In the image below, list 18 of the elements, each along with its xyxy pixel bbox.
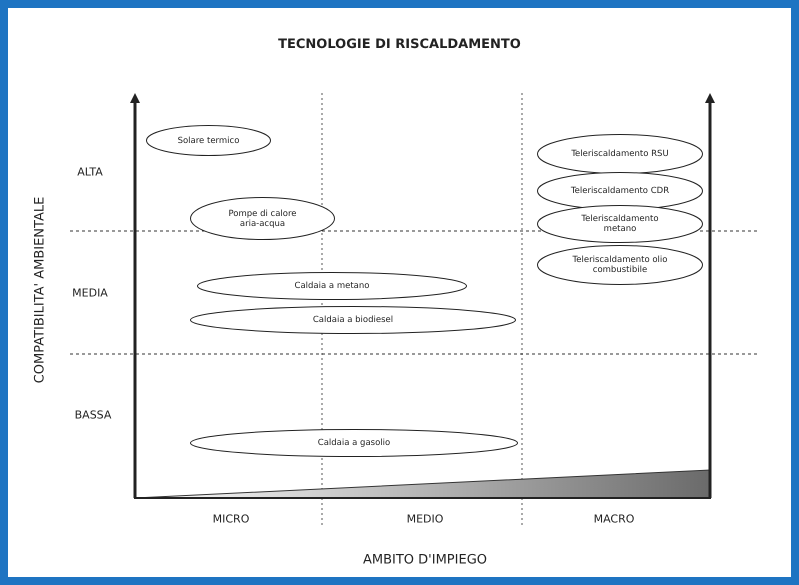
chart-title: TECNOLOGIE DI RISCALDAMENTO bbox=[277, 37, 522, 52]
technology-label: Pompe di calore aria-acqua bbox=[227, 208, 298, 228]
axis-title: COMPATIBILITA' AMBIENTALE bbox=[32, 196, 48, 384]
level-label: ALTA bbox=[77, 166, 103, 178]
technology-label: Caldaia a biodiesel bbox=[312, 315, 394, 325]
level-label: MEDIA bbox=[72, 286, 108, 300]
category-label: MACRO bbox=[594, 512, 634, 526]
category-label: MICRO bbox=[212, 512, 250, 526]
technology-label: Teleriscaldamento RSU bbox=[570, 149, 670, 159]
technology-label: Teleriscaldamento olio combustibile bbox=[572, 255, 668, 275]
level-label: BASSA bbox=[74, 408, 112, 422]
technology-label: Teleriscaldamento metano bbox=[580, 214, 660, 234]
technology-label: Caldaia a metano bbox=[294, 281, 370, 291]
axis-title: AMBITO D'IMPIEGO bbox=[363, 552, 487, 568]
category-label: MEDIO bbox=[406, 512, 444, 526]
technology-label: Caldaia a gasolio bbox=[316, 438, 392, 448]
technology-label: Teleriscaldamento CDR bbox=[570, 186, 670, 196]
technology-label: Solare termico bbox=[176, 136, 240, 146]
